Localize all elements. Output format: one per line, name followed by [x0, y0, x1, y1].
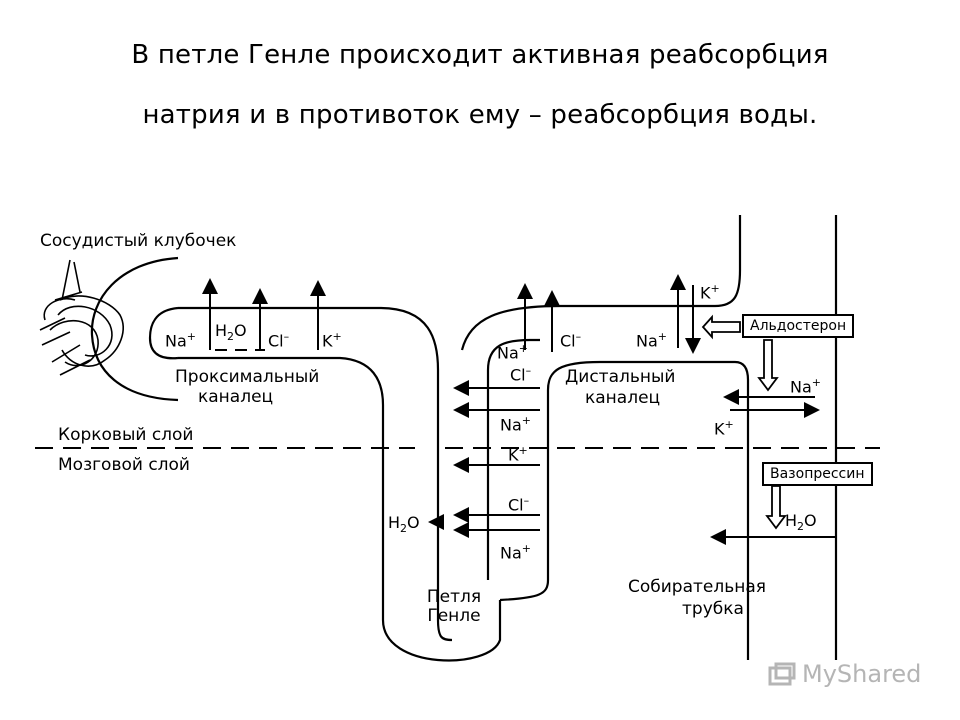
watermark-text: MyShared [802, 660, 922, 688]
distal-label-1: Дистальный [565, 367, 676, 387]
distal-label-2: каналец [585, 388, 661, 408]
collecting-label-1: Собирательная [628, 577, 767, 597]
ion-na-asc-mid: Na+ [500, 414, 531, 435]
ion-cl-asc-right: Cl– [560, 330, 582, 351]
ion-h2o-desc: H2O [388, 513, 420, 536]
ion-h2o-prox: H2O [215, 321, 247, 344]
vasopressin-box: Вазопрессин [762, 462, 873, 486]
title-line-2: натрия и в противоток ему – реабсорбция … [142, 100, 818, 130]
medulla-label: Мозговой слой [58, 455, 190, 475]
ascending-inner [486, 338, 540, 580]
proximal-top [178, 306, 440, 620]
ascending-outer [499, 360, 750, 660]
ion-cl-asc-top: Cl– [510, 364, 532, 385]
myshared-logo-icon [768, 662, 796, 686]
ion-na-asc-top: Na+ [497, 342, 528, 363]
capsule-outer [90, 256, 179, 402]
loop-outer [381, 600, 502, 662]
aldo-down [757, 339, 779, 392]
ion-k-prox: K+ [322, 330, 342, 351]
glomerulus-coils [39, 291, 124, 376]
ion-k-distal-top: K+ [700, 282, 720, 303]
ion-na-collect: Na+ [790, 376, 821, 397]
ion-k-asc: K+ [508, 444, 528, 465]
ion-k-collect: K+ [714, 418, 734, 439]
capsule-inner [148, 306, 179, 360]
proximal-label-1: Проксимальный [175, 367, 320, 387]
aldo-arrow [701, 314, 741, 340]
ion-na-distal: Na+ [636, 330, 667, 351]
loop-label-1: Петля [426, 587, 482, 607]
ion-h2o-collect: H2O [785, 511, 817, 534]
proximal-bottom [178, 356, 385, 620]
glomerulus-stalk [61, 259, 81, 301]
ion-cl-prox: Cl– [268, 330, 290, 351]
vaso-down [765, 485, 787, 530]
aldosterone-box: Альдостерон [742, 314, 855, 338]
glomerulus-label: Сосудистый клубочек [40, 231, 237, 251]
loop-inner [436, 619, 453, 642]
collecting-label-2: трубка [682, 599, 744, 619]
proximal-label-2: каналец [198, 387, 274, 407]
title-line-1: В петле Генле происходит активная реабсо… [131, 40, 829, 70]
ion-na-asc-low: Na+ [500, 542, 531, 563]
loop-label-2: Генле [427, 606, 481, 626]
ion-na-prox: Na+ [165, 330, 196, 351]
cortex-label: Корковый слой [58, 425, 194, 445]
distal-top [460, 215, 742, 351]
ion-cl-asc-low: Cl– [508, 494, 530, 515]
